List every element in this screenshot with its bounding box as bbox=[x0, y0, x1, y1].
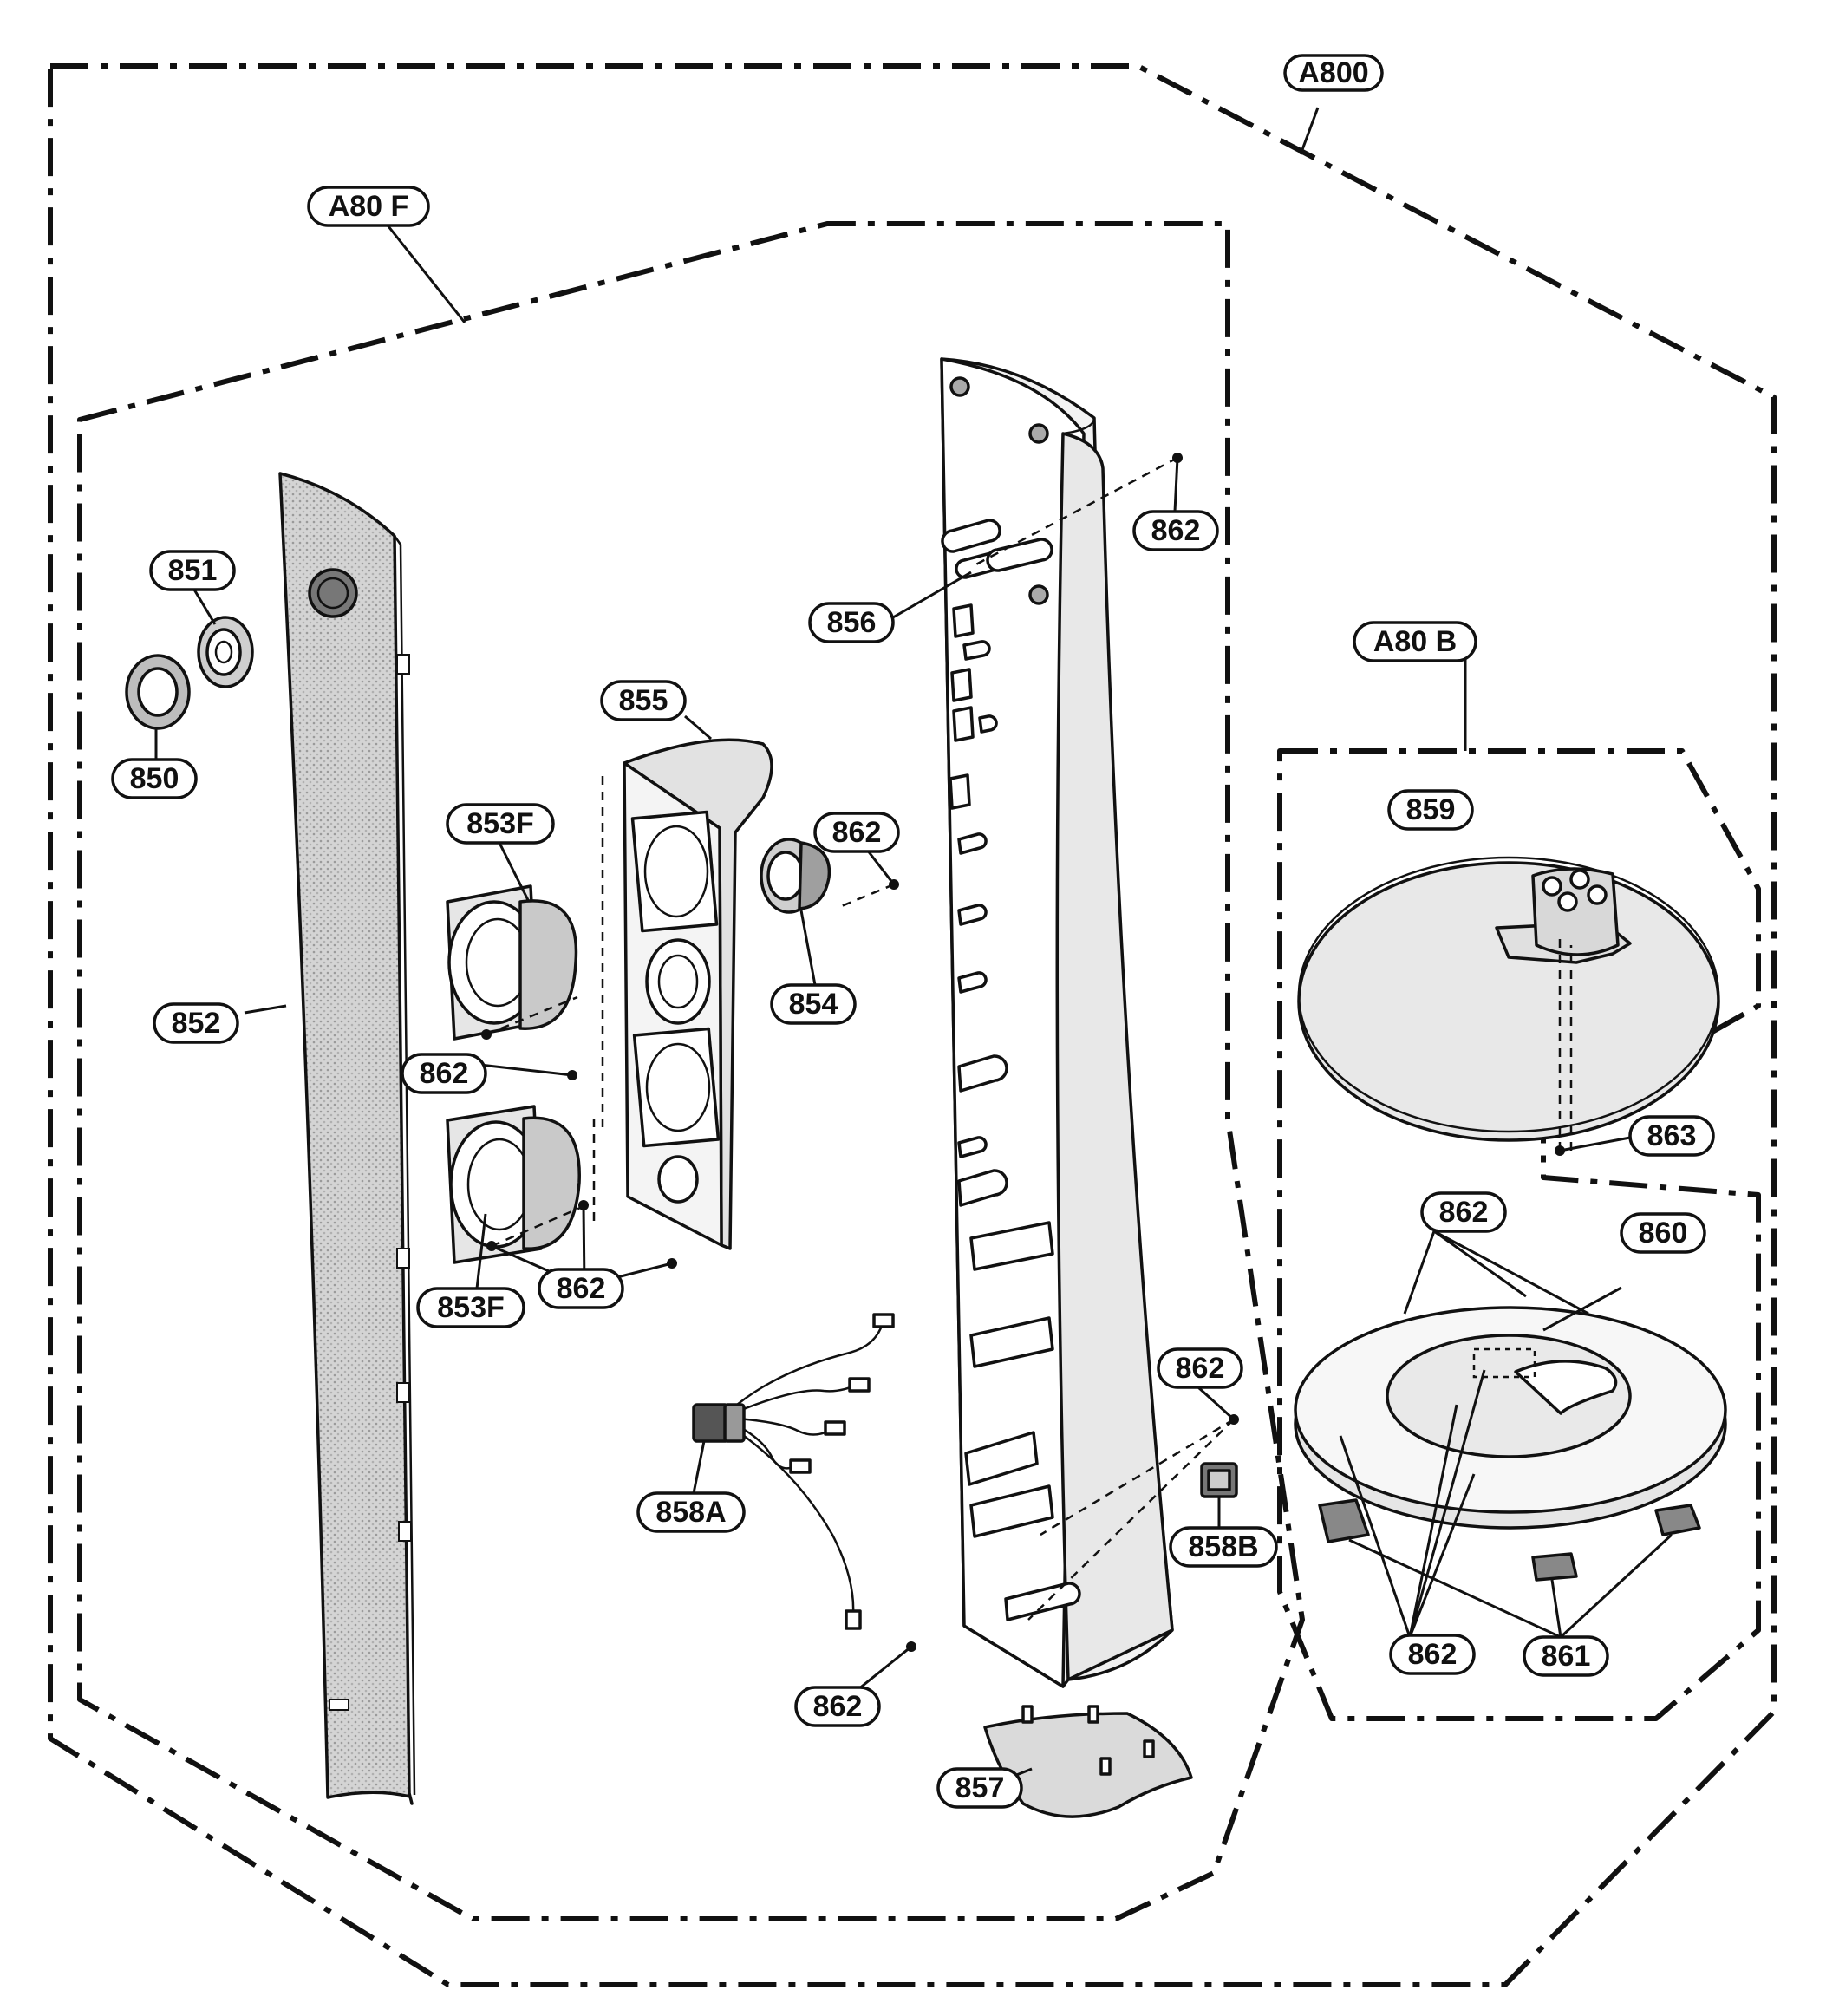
callout-851: 851 bbox=[149, 550, 236, 591]
callout-852: 852 bbox=[153, 1002, 239, 1044]
callout-862-right-lower: 862 bbox=[1157, 1347, 1243, 1389]
callout-862-base-bottom: 862 bbox=[1389, 1634, 1476, 1675]
callout-858a: 858A bbox=[636, 1491, 746, 1533]
assembly-lines bbox=[486, 456, 1573, 1621]
callout-852-label: 852 bbox=[172, 1007, 221, 1040]
callout-a80b-label: A80 B bbox=[1373, 625, 1457, 658]
callout-858b: 858B bbox=[1169, 1526, 1278, 1568]
callout-863-label: 863 bbox=[1647, 1119, 1697, 1152]
callout-862-top-right-label: 862 bbox=[1151, 514, 1201, 547]
callout-853f-bottom-label: 853F bbox=[437, 1291, 505, 1324]
callout-858b-label: 858B bbox=[1188, 1530, 1258, 1563]
callout-862-base-top-label: 862 bbox=[1439, 1196, 1489, 1229]
callout-862-right-lower-label: 862 bbox=[1176, 1352, 1225, 1385]
callout-861-label: 861 bbox=[1542, 1640, 1591, 1673]
callout-862-base-bottom-label: 862 bbox=[1408, 1638, 1458, 1671]
callout-859-label: 859 bbox=[1406, 793, 1456, 826]
woofer-top bbox=[446, 884, 578, 1041]
front-grille bbox=[278, 472, 416, 1805]
callout-862-speaker: 862 bbox=[813, 812, 900, 853]
callout-862-top-right: 862 bbox=[1132, 510, 1219, 551]
callout-862-bottom: 862 bbox=[794, 1686, 881, 1727]
woofer-bottom bbox=[446, 1105, 581, 1264]
callout-a80f: A80 F bbox=[307, 186, 430, 227]
callout-859: 859 bbox=[1387, 789, 1474, 831]
callout-850-label: 850 bbox=[130, 762, 179, 795]
callout-856: 856 bbox=[808, 602, 895, 643]
callout-856-label: 856 bbox=[827, 606, 877, 639]
speaker-baffle bbox=[623, 738, 773, 1250]
callout-a800: A800 bbox=[1283, 54, 1384, 92]
callout-853f-bottom: 853F bbox=[416, 1287, 525, 1328]
callout-862-base-top: 862 bbox=[1420, 1191, 1507, 1233]
callout-a80b: A80 B bbox=[1353, 621, 1477, 662]
callout-853f-top-label: 853F bbox=[466, 807, 534, 840]
bottom-cap bbox=[983, 1705, 1193, 1818]
callout-858a-label: 858A bbox=[655, 1496, 726, 1529]
callout-a800-label: A800 bbox=[1298, 56, 1368, 89]
callout-862-lower-mid: 862 bbox=[538, 1268, 624, 1309]
midrange-driver bbox=[760, 838, 831, 914]
callout-851-label: 851 bbox=[168, 554, 218, 587]
callout-862-speaker-label: 862 bbox=[832, 816, 882, 849]
group-outline-a80b bbox=[1277, 748, 1761, 1721]
callout-853f-top: 853F bbox=[446, 803, 555, 845]
speaker-terminal bbox=[1200, 1462, 1238, 1498]
callout-860: 860 bbox=[1620, 1212, 1706, 1254]
stand-base bbox=[1294, 1306, 1727, 1530]
callout-857: 857 bbox=[936, 1767, 1023, 1809]
callout-862-mid-left-label: 862 bbox=[420, 1057, 469, 1090]
callout-854-label: 854 bbox=[789, 988, 838, 1021]
callout-861: 861 bbox=[1523, 1635, 1609, 1677]
callout-862-mid-left: 862 bbox=[401, 1053, 487, 1094]
stand-top-plate bbox=[1297, 856, 1720, 1142]
group-outline-a80f bbox=[77, 221, 1305, 1921]
callout-855-label: 855 bbox=[619, 684, 668, 717]
callout-855: 855 bbox=[600, 680, 687, 721]
front-housing-frame bbox=[940, 357, 1174, 1688]
tweeter-ring bbox=[125, 654, 191, 730]
stand-feet bbox=[1318, 1498, 1701, 1582]
callout-860-label: 860 bbox=[1639, 1217, 1688, 1249]
callout-a80f-label: A80 F bbox=[329, 190, 409, 223]
callout-857-label: 857 bbox=[955, 1771, 1005, 1804]
tweeter bbox=[197, 616, 254, 688]
wire-harness bbox=[692, 1313, 895, 1630]
callout-854: 854 bbox=[770, 983, 857, 1025]
callout-862-lower-mid-label: 862 bbox=[557, 1272, 606, 1305]
callout-862-bottom-label: 862 bbox=[813, 1690, 863, 1723]
group-outline-a800 bbox=[48, 63, 1777, 1987]
callout-863: 863 bbox=[1628, 1115, 1715, 1157]
callout-850: 850 bbox=[111, 758, 198, 799]
